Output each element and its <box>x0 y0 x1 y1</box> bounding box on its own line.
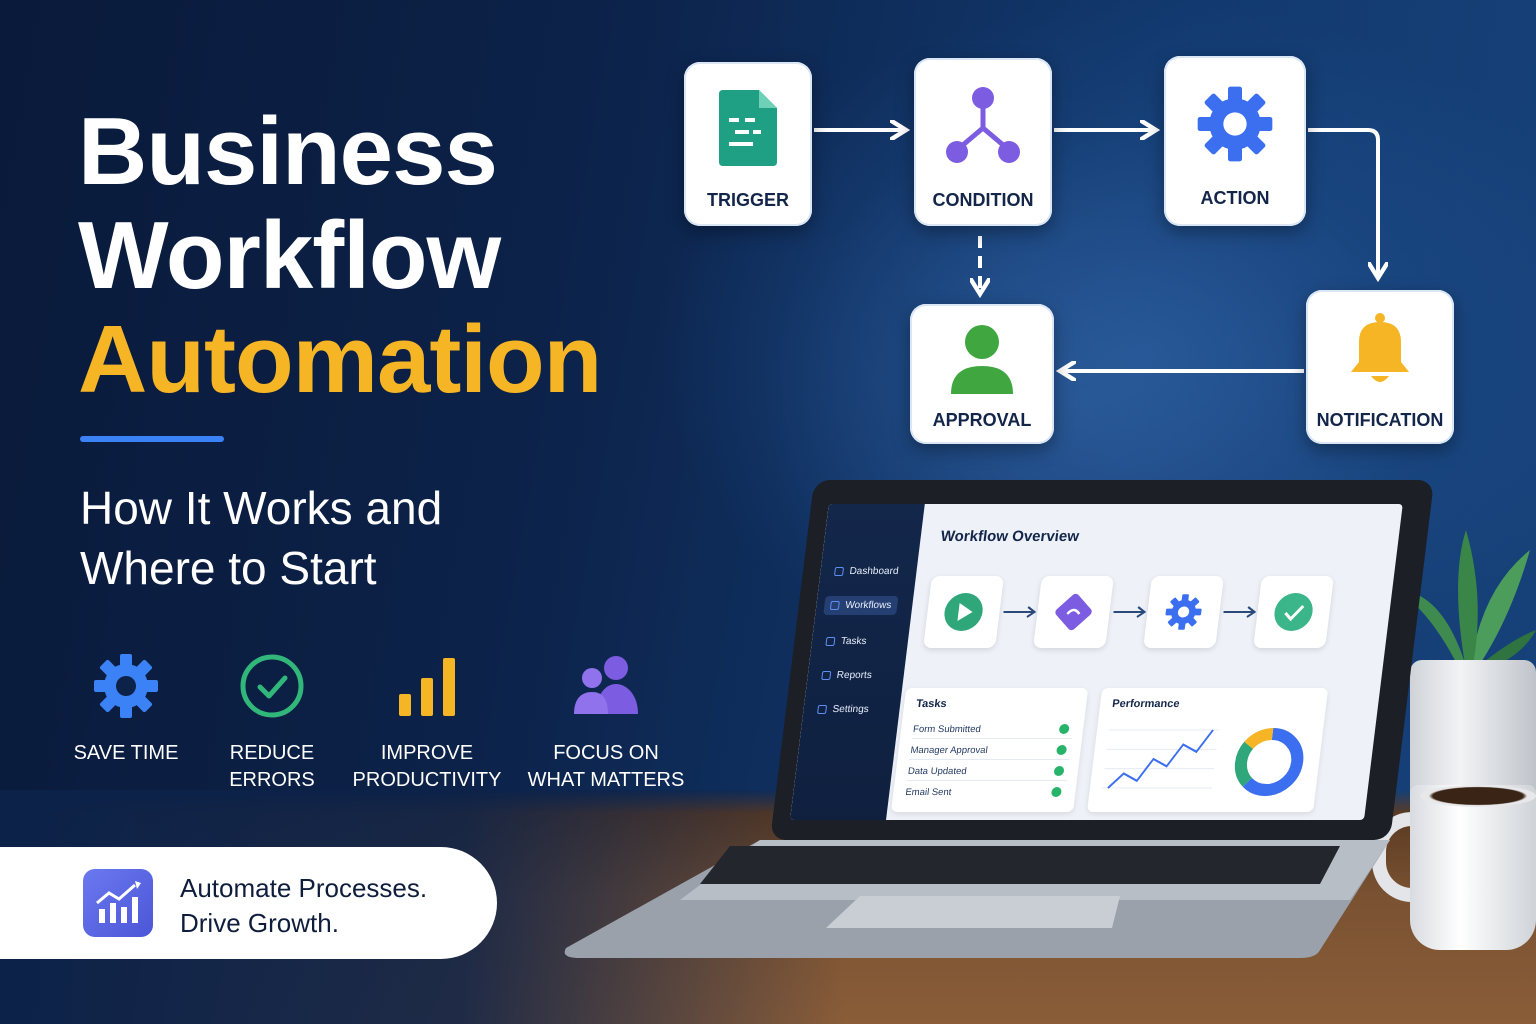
node-trigger: TRIGGER <box>684 62 812 226</box>
sidebar-item-reports[interactable]: Reports <box>821 670 872 681</box>
bar-chart-icon <box>399 658 455 716</box>
task-label: Email Sent <box>904 787 952 798</box>
workflow-step-action[interactable] <box>1143 576 1224 648</box>
performance-line-chart <box>1101 729 1220 789</box>
performance-series-line <box>1107 729 1214 789</box>
benefit-label: SAVE TIME <box>73 742 179 764</box>
workflow-step-start[interactable] <box>923 576 1004 648</box>
gear-icon <box>817 705 828 714</box>
laptop: Dashboard Workflows Tasks Reports Settin… <box>560 478 1435 978</box>
sidebar-item-settings[interactable]: Settings <box>817 704 869 715</box>
task-label: Manager Approval <box>909 745 989 756</box>
benefit-improve-productivity: IMPROVE PRODUCTIVITY <box>352 650 502 794</box>
check-circle-icon <box>240 654 304 718</box>
coffee-mug <box>1410 785 1536 950</box>
check-icon <box>1058 724 1070 734</box>
hero-title-line2: Workflow <box>78 202 501 309</box>
node-label: ACTION <box>1200 188 1270 208</box>
hero-subtitle: How It Works and Where to Start <box>80 478 442 598</box>
check-icon <box>1055 745 1068 755</box>
title-divider <box>80 436 224 442</box>
node-label: APPROVAL <box>932 410 1032 430</box>
benefit-save-time: SAVE TIME <box>66 650 186 767</box>
home-icon <box>833 567 845 576</box>
task-row[interactable]: Data Updated <box>906 766 1069 781</box>
report-icon <box>821 671 832 680</box>
gear-icon <box>1197 86 1273 162</box>
clipboard-icon <box>825 637 836 646</box>
sidebar-item-tasks[interactable]: Tasks <box>825 636 867 647</box>
node-action: ACTION <box>1164 56 1306 226</box>
hero-title-line1: Business <box>78 98 498 205</box>
step-arrows <box>1003 606 1257 618</box>
benefit-label: PRODUCTIVITY <box>352 769 502 791</box>
play-icon <box>944 593 983 631</box>
task-row[interactable]: Email Sent <box>904 787 1066 801</box>
performance-card: Performance <box>1086 688 1329 812</box>
tagline-pill: Automate Processes. Drive Growth. <box>0 847 497 959</box>
benefit-label: IMPROVE <box>380 742 474 764</box>
sidebar-item-label: Settings <box>831 704 870 715</box>
sidebar-item-label: Workflows <box>844 600 892 611</box>
users-icon <box>574 656 638 714</box>
node-label: NOTIFICATION <box>1316 410 1444 430</box>
benefit-label: ERRORS <box>229 769 315 791</box>
workflow-step-done[interactable] <box>1253 576 1334 648</box>
node-approval: APPROVAL <box>910 304 1054 444</box>
workflow-step-condition[interactable] <box>1033 576 1114 648</box>
gear-icon <box>94 654 158 718</box>
hero-title: Business Workflow Automation <box>78 98 602 413</box>
benefit-label: WHAT MATTERS <box>527 769 685 791</box>
sidebar-item-label: Dashboard <box>848 566 900 577</box>
document-icon <box>719 90 777 166</box>
subtitle-line1: How It Works and <box>80 482 443 534</box>
node-notification: NOTIFICATION <box>1306 290 1454 444</box>
check-icon <box>1050 787 1063 797</box>
hero-title-accent: Automation <box>78 306 602 413</box>
sidebar-item-label: Reports <box>836 670 873 681</box>
sidebar-item-label: Tasks <box>840 636 868 647</box>
task-row[interactable]: Manager Approval <box>909 745 1072 760</box>
performance-card-title: Performance <box>1111 698 1181 710</box>
tagline-line2: Drive Growth. <box>180 908 339 938</box>
arrow-action-notification <box>1308 128 1378 274</box>
app-window: Dashboard Workflows Tasks Reports Settin… <box>790 504 1403 820</box>
growth-chart-icon <box>83 869 153 937</box>
benefit-label: FOCUS ON <box>553 742 659 764</box>
subtitle-line2: Where to Start <box>80 542 377 594</box>
donut-slice <box>1234 728 1304 796</box>
benefit-label: REDUCE <box>229 742 315 764</box>
task-label: Data Updated <box>907 766 968 777</box>
user-icon <box>951 325 1013 394</box>
tasks-card-title: Tasks <box>915 698 948 710</box>
bell-icon <box>1351 313 1409 382</box>
check-icon <box>1053 766 1065 776</box>
gear-icon <box>1165 594 1202 630</box>
tagline-line1: Automate Processes. <box>180 873 428 903</box>
branch-icon <box>946 87 1020 163</box>
workflow-icon <box>829 601 840 610</box>
node-condition: CONDITION <box>914 58 1052 226</box>
laptop-base <box>564 840 1390 958</box>
sidebar-item-dashboard[interactable]: Dashboard <box>833 566 900 577</box>
sidebar-item-workflows[interactable]: Workflows <box>823 596 899 615</box>
benefit-focus: FOCUS ON WHAT MATTERS <box>524 650 688 794</box>
benefit-reduce-errors: REDUCE ERRORS <box>212 650 332 794</box>
check-circle-icon <box>1274 593 1313 631</box>
node-label: CONDITION <box>932 190 1034 210</box>
tasks-card: Tasks Form Submitted Manager Approval Da… <box>890 688 1089 812</box>
node-label: TRIGGER <box>706 190 789 210</box>
task-label: Form Submitted <box>912 724 982 735</box>
task-row[interactable]: Form Submitted <box>911 724 1074 739</box>
app-title: Workflow Overview <box>939 528 1080 545</box>
performance-donut-chart <box>1234 728 1304 796</box>
branch-diamond-icon <box>1055 593 1092 631</box>
donut-slice <box>1234 728 1304 796</box>
